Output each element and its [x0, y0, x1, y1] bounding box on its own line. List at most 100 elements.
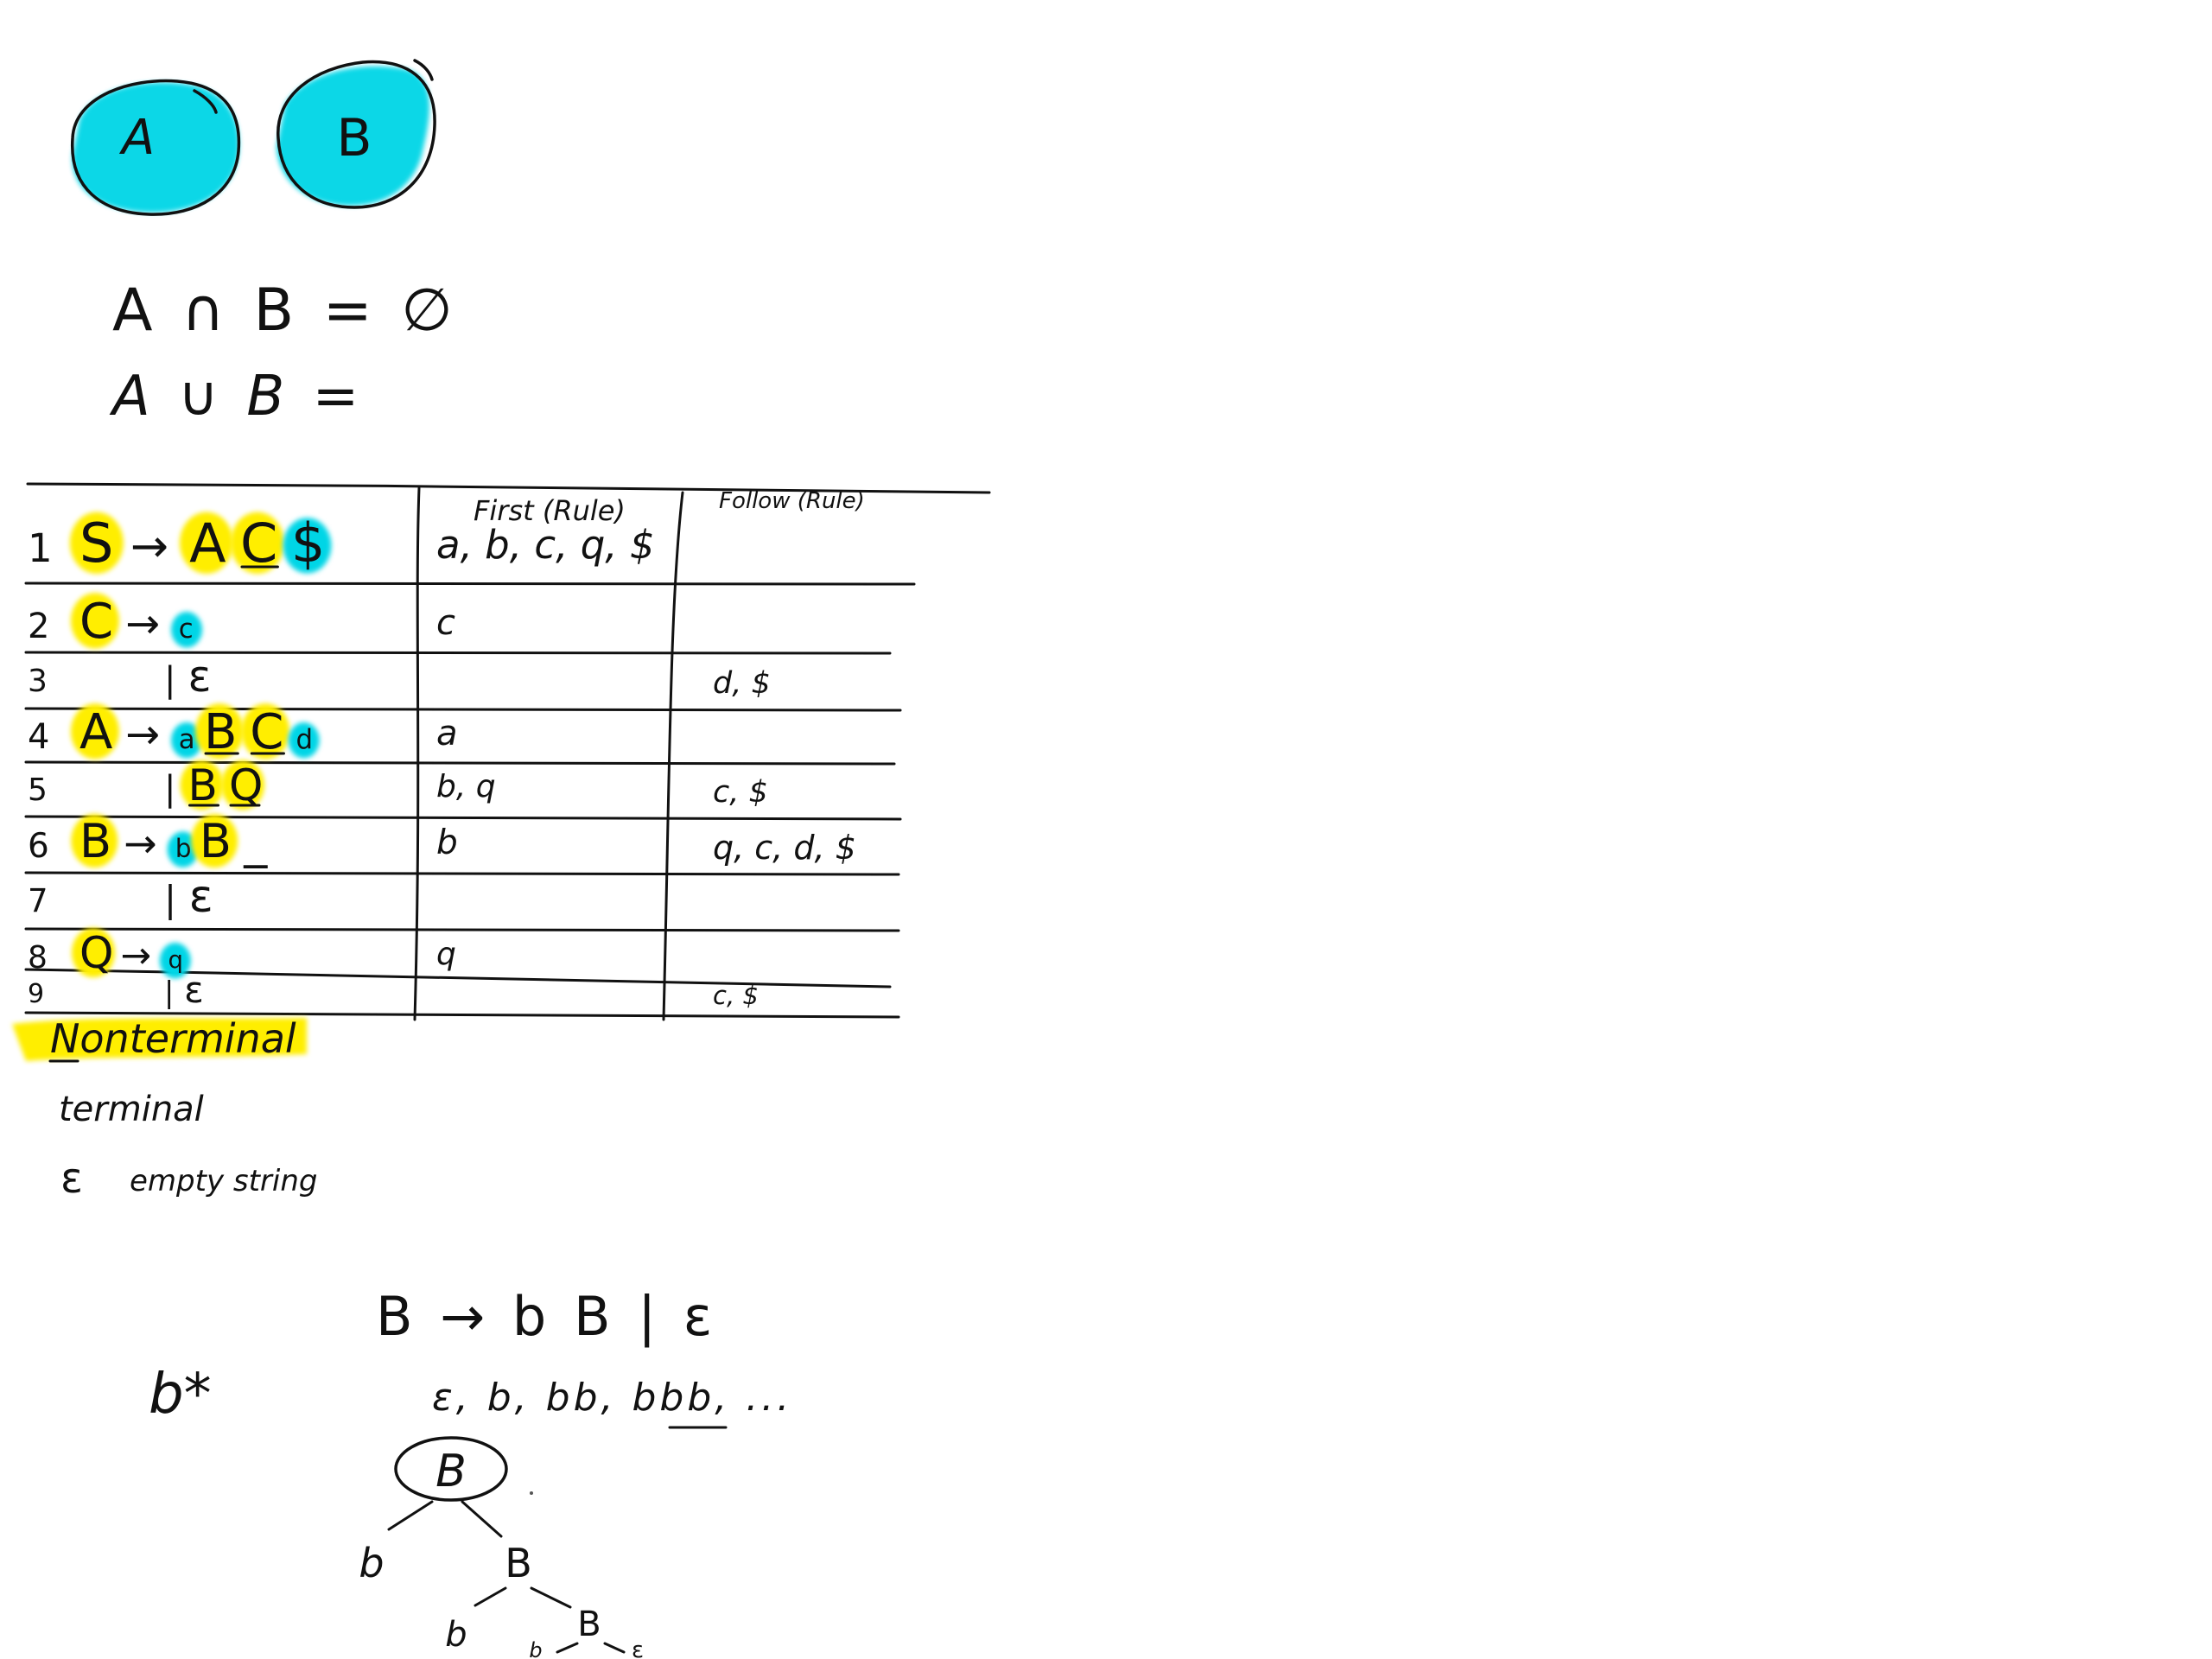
table-row: 7 | ε — [28, 871, 213, 923]
follow-set: c, $ — [713, 775, 768, 810]
rhs-terminal: b — [175, 834, 192, 864]
production-arrow: → — [125, 711, 160, 759]
legend-nonterminal-highlight — [12, 1018, 307, 1061]
lhs-nonterminal: B — [79, 814, 111, 868]
rhs-nonterminal: B — [188, 760, 218, 810]
tree-edge-l1-left — [474, 1586, 507, 1607]
header-first: First (Rule) — [474, 494, 626, 527]
row-number: 9 — [28, 979, 44, 1009]
rhs-highlight-yellow — [230, 512, 284, 574]
rhs-highlight-yellow — [180, 760, 224, 810]
set-b-outline — [276, 59, 436, 209]
rhs-highlight-cyan — [288, 722, 320, 759]
tree-root-label: B — [435, 1446, 467, 1497]
rhs-highlight-cyan — [171, 612, 203, 648]
tree-edge-root-left — [387, 1500, 434, 1531]
intersection-equation: A ∩ B = ∅ — [112, 276, 458, 345]
set-equations: A ∩ B = ∅ A ∪ B = — [109, 276, 458, 429]
legend-nonterminal: Nonterminal — [50, 1015, 296, 1062]
lhs-nonterminal: A — [79, 704, 112, 760]
alternative-bar: | — [164, 976, 174, 1009]
strings-note: ε, b, bb, bbb, ... — [432, 1376, 792, 1420]
set-a-label: A — [119, 110, 155, 166]
lhs-highlight — [70, 703, 119, 760]
production-arrow: → — [124, 820, 156, 867]
rhs-terminal: a — [179, 724, 195, 755]
lhs-nonterminal: C — [79, 594, 113, 650]
set-a-outline — [71, 79, 241, 216]
alternative-bar: | — [164, 878, 176, 920]
parse-tree: B b B b B b ε — [359, 1436, 644, 1659]
tree-l1-right: B — [505, 1540, 532, 1586]
lhs-highlight — [72, 927, 115, 978]
rhs-highlight-yellow — [221, 760, 264, 810]
lhs-highlight — [70, 593, 119, 649]
follow-set: d, $ — [713, 666, 771, 701]
follow-set: c, $ — [713, 981, 759, 1010]
first-set: a, b, c, q, $ — [436, 522, 655, 568]
row-number: 3 — [28, 664, 48, 699]
row-number: 5 — [28, 772, 48, 808]
first-set: b, q — [436, 769, 496, 804]
rhs-highlight-cyan — [159, 943, 191, 979]
production-arrow: → — [121, 935, 152, 977]
tree-l3-left: b — [529, 1638, 542, 1659]
tree-edge-root-right — [461, 1500, 503, 1538]
lhs-highlight — [69, 512, 124, 574]
rhs-highlight-cyan — [171, 722, 203, 759]
row-number: 6 — [28, 827, 49, 866]
lhs-nonterminal: S — [79, 512, 113, 575]
row-number: 8 — [28, 940, 48, 976]
rhs-highlight-yellow — [194, 703, 244, 760]
rhs-highlight-yellow — [241, 703, 290, 760]
notes: b* B → b B | ε ε, b, bb, bbb, ... — [149, 1285, 792, 1429]
production-arrow: → — [130, 520, 168, 573]
rhs-symbol: ε — [189, 871, 213, 923]
table-row: 9 | ε c, $ — [28, 969, 759, 1011]
tree-root-circle — [394, 1436, 508, 1502]
set-b-label: B — [336, 108, 372, 168]
rhs-highlight-cyan — [167, 831, 199, 868]
first-set: a — [436, 714, 458, 753]
tree-edge-l2-right — [603, 1642, 626, 1654]
alternative-bar: | — [164, 769, 175, 809]
tree-l1-left: b — [359, 1540, 384, 1586]
tree-l2-left: b — [445, 1615, 467, 1655]
rhs-symbol: _ — [243, 814, 268, 868]
lhs-highlight — [71, 814, 118, 868]
lhs-nonterminal: Q — [79, 928, 113, 978]
legend-terminal: terminal — [59, 1090, 204, 1129]
legend-epsilon-symbol: ε — [60, 1154, 83, 1203]
header-follow: Follow (Rule) — [719, 488, 865, 514]
rhs-terminal: $ — [291, 512, 325, 575]
rhs-terminal: c — [179, 613, 194, 645]
rhs-nonterminal: A — [189, 512, 226, 575]
row-number: 1 — [28, 525, 53, 571]
first-set: b — [436, 823, 458, 862]
alternative-bar: | — [164, 660, 175, 700]
rhs-nonterminal: C — [250, 704, 283, 760]
rhs-symbol: ε — [184, 969, 204, 1011]
rhs-nonterminal: B — [204, 704, 237, 760]
production-note: B → b B | ε — [376, 1285, 717, 1349]
production-arrow: → — [125, 601, 160, 648]
stray-dot — [530, 1491, 533, 1495]
rhs-nonterminal: B — [200, 814, 232, 868]
tree-l3-right: ε — [632, 1637, 644, 1659]
row-number: 4 — [28, 717, 49, 757]
tree-edge-l2-left — [556, 1642, 579, 1654]
row-number: 7 — [28, 882, 48, 919]
b-star-note: b* — [149, 1363, 212, 1427]
rhs-highlight-yellow — [179, 512, 233, 574]
rhs-terminal: d — [296, 724, 313, 755]
rhs-terminal: q — [168, 946, 183, 974]
venn-diagram: A B — [71, 59, 436, 216]
